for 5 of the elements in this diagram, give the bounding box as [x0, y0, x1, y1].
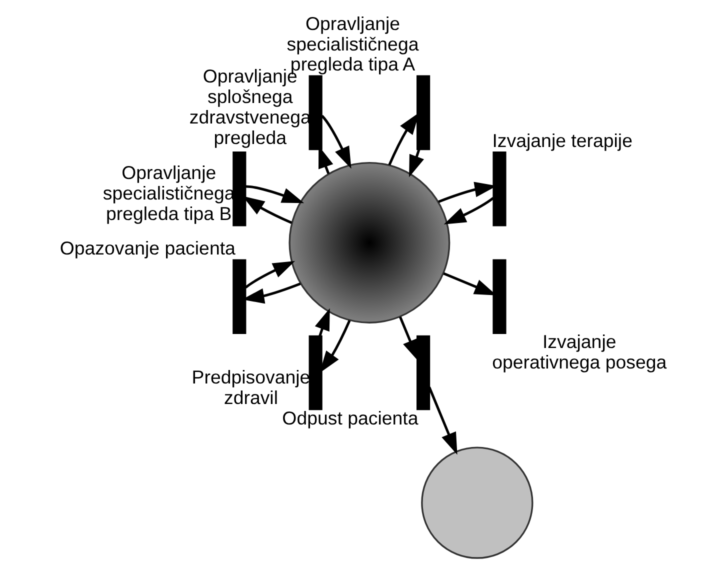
node-label: Opazovanje pacienta [59, 238, 235, 259]
node-label: Predpisovanje zdravil [191, 366, 310, 408]
node-label: Izvajanje terapije [492, 130, 632, 151]
node-label: Odpust pacienta [282, 407, 418, 428]
node-label: Izvajanje operativnega posega [492, 331, 666, 372]
